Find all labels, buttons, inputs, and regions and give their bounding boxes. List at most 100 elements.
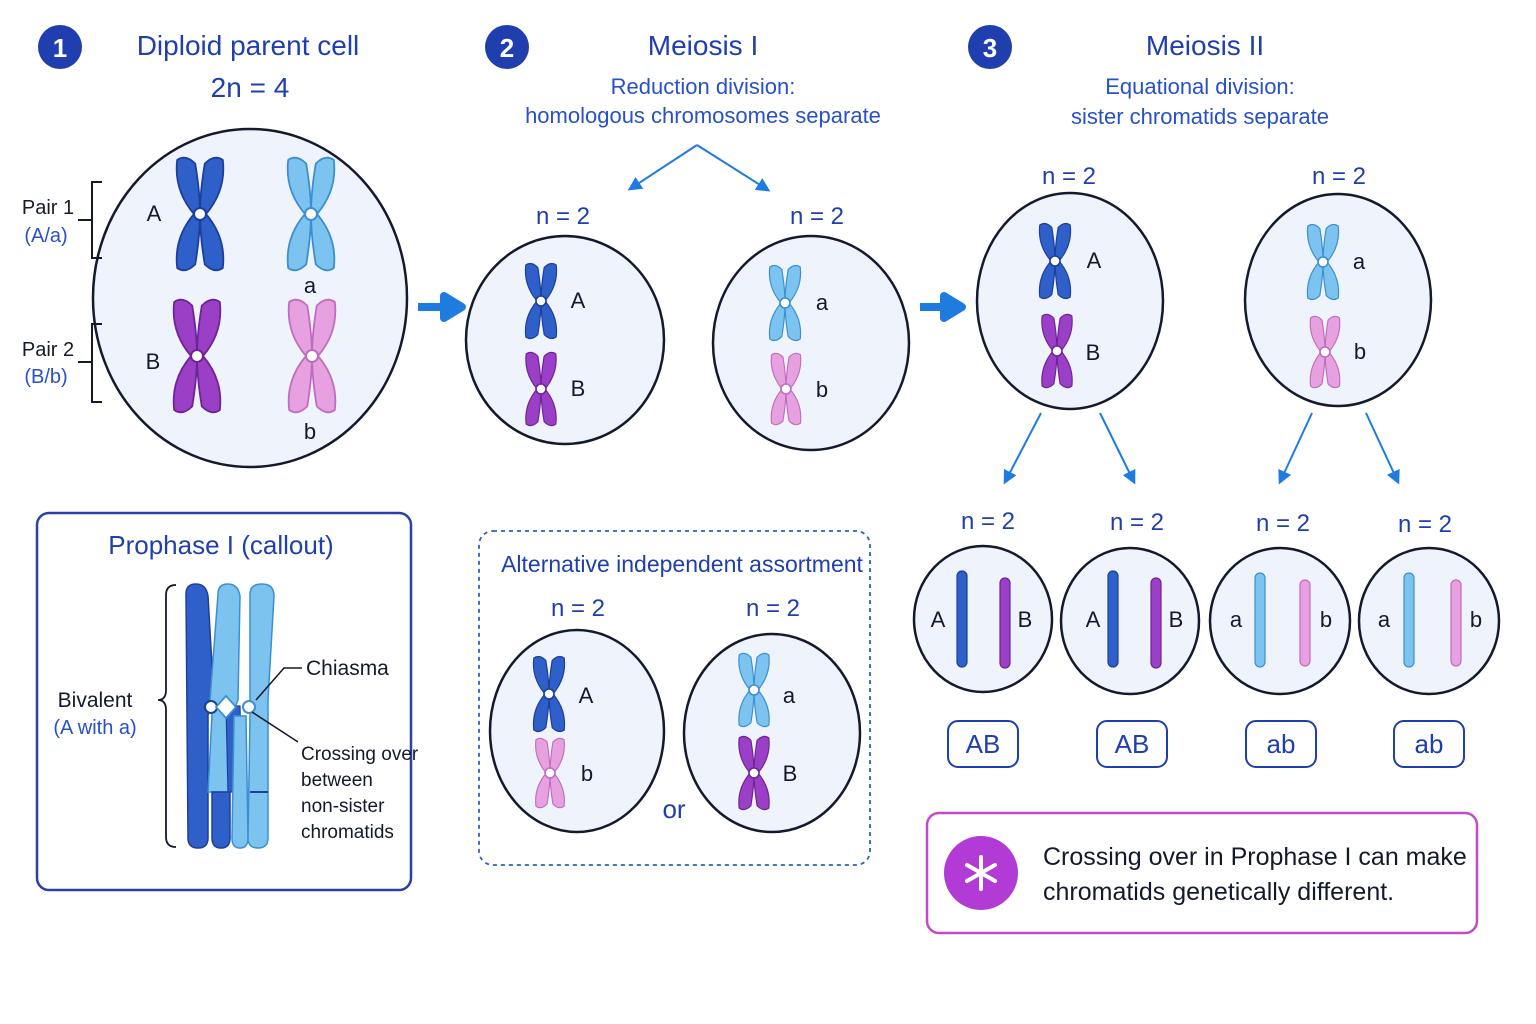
genotype-label: ab [1267, 729, 1296, 759]
chiasma-icon [214, 694, 238, 720]
allele-label: b [581, 761, 593, 786]
ploidy-label: n = 2 [746, 595, 800, 622]
step-1-subtitle: 2n = 4 [211, 72, 290, 103]
pair-2-sublabel: (B/b) [24, 366, 67, 388]
allele-label: a [1353, 249, 1366, 274]
prophase-callout: Prophase I (callout) Bivalent (A with a)… [35, 511, 419, 892]
cell-membrane [711, 234, 911, 452]
allele-label: a [783, 683, 796, 708]
arrow-icon [1365, 412, 1400, 485]
allele-label: A [1087, 248, 1102, 273]
genotype-box [947, 720, 1019, 768]
cell-membrane [464, 234, 666, 446]
meiosis2-cell-2: n = 2 a b [1243, 163, 1433, 408]
bivalent-label: Bivalent [58, 689, 133, 712]
genotype-box [1393, 720, 1465, 768]
pair-1-sublabel: (A/a) [24, 225, 67, 247]
step-3-subtitle-line2: sister chromatids separate [1071, 104, 1329, 129]
centromere-icon [242, 700, 256, 714]
arrow-icon [1003, 412, 1042, 485]
callout-title: Prophase I (callout) [108, 530, 333, 560]
gamete-1: n = 2 A B AB [912, 508, 1054, 768]
centromere-icon [193, 207, 207, 221]
allele-label: B [1169, 607, 1184, 632]
chromatid-b [1450, 579, 1462, 667]
ploidy-label: n = 2 [961, 508, 1015, 535]
arrow-right-icon [418, 292, 466, 322]
allele-label-A: A [147, 201, 162, 226]
step-3-subtitle-line1: Equational division: [1105, 74, 1295, 99]
or-label: or [662, 794, 685, 824]
chiasma-label: Chiasma [306, 657, 389, 680]
centromere-icon [748, 767, 760, 779]
allele-label: B [1086, 340, 1101, 365]
ploidy-label: n = 2 [551, 595, 605, 622]
step-2-subtitle-line1: Reduction division: [611, 74, 796, 99]
step-2-header: 2 Meiosis I Reduction division: homologo… [485, 25, 881, 128]
cell-membrane [682, 632, 862, 834]
step-2-number: 2 [500, 33, 514, 63]
centromere-icon [1051, 345, 1063, 357]
split-arrows [627, 144, 771, 192]
centromere-icon [190, 349, 204, 363]
chiasma-leader [255, 667, 302, 701]
crossing-label-line2: between [301, 770, 373, 791]
chromatid-A [956, 570, 968, 668]
allele-label: A [579, 683, 594, 708]
parent-cell: Pair 1 (A/a) Pair 2 (B/b) A a B b [22, 127, 409, 469]
allele-label-a: a [304, 273, 317, 298]
allele-label: a [1230, 607, 1243, 632]
genotype-label: AB [1115, 729, 1150, 759]
pair-1-bracket [78, 181, 102, 259]
bivalent-sublabel: (A with a) [53, 717, 136, 739]
step-3-badge [968, 25, 1012, 69]
step-1-number: 1 [53, 33, 67, 63]
allele-label: a [816, 290, 829, 315]
ploidy-label: n = 2 [536, 203, 590, 230]
chromatid-B [1150, 577, 1162, 669]
arrow-icon [1099, 412, 1136, 485]
chromatid-dark-1 [185, 583, 215, 849]
centromere-icon [748, 684, 760, 696]
cell-membrane [1059, 546, 1201, 696]
arrow-right-icon [920, 292, 966, 322]
ploidy-label: n = 2 [1042, 163, 1096, 190]
ploidy-label: n = 2 [1110, 509, 1164, 536]
genotype-label: AB [966, 729, 1001, 759]
step-2-subtitle-line2: homologous chromosomes separate [525, 103, 881, 128]
gamete-4: n = 2 a b ab [1357, 511, 1501, 768]
note-line2: chromatids genetically different. [1043, 878, 1394, 906]
gamete-2: n = 2 A B AB [1059, 509, 1201, 768]
crossing-label-line1: Crossing over [301, 744, 419, 765]
step-1-title: Diploid parent cell [137, 30, 360, 61]
allele-label: b [1470, 607, 1482, 632]
crossing-over-note: Crossing over in Prophase I can make chr… [925, 811, 1479, 935]
pair-1-label: Pair 1 [22, 197, 74, 219]
meiosis2-cell-1: n = 2 A B [975, 163, 1165, 411]
ploidy-label: n = 2 [1312, 163, 1366, 190]
chromatid-a [1403, 572, 1415, 668]
genotype-label: ab [1415, 729, 1444, 759]
asterisk-glyph [965, 855, 997, 891]
cell-membrane [1208, 546, 1352, 696]
cell-membrane [975, 191, 1165, 411]
allele-label: b [1320, 607, 1332, 632]
centromere-icon [304, 207, 318, 221]
pair-2-label: Pair 2 [22, 339, 74, 361]
centromere-icon [1319, 346, 1331, 358]
step-3-number: 3 [983, 33, 997, 63]
step-3-header: 3 Meiosis II Equational division: sister… [968, 25, 1329, 129]
chromatid-B [999, 577, 1011, 669]
genotype-box [1245, 720, 1317, 768]
centromere-icon [543, 688, 555, 700]
meiosis1-cell-1: n = 2 A B [464, 203, 666, 446]
chromatid-a [1254, 572, 1266, 668]
gamete-3: n = 2 a b ab [1208, 510, 1352, 768]
centromere-icon [1317, 256, 1329, 268]
allele-label: B [783, 761, 798, 786]
cell-membrane [912, 544, 1054, 694]
centromere-icon [305, 349, 319, 363]
ploidy-label: n = 2 [1256, 510, 1310, 537]
cell-membrane [1357, 546, 1501, 696]
